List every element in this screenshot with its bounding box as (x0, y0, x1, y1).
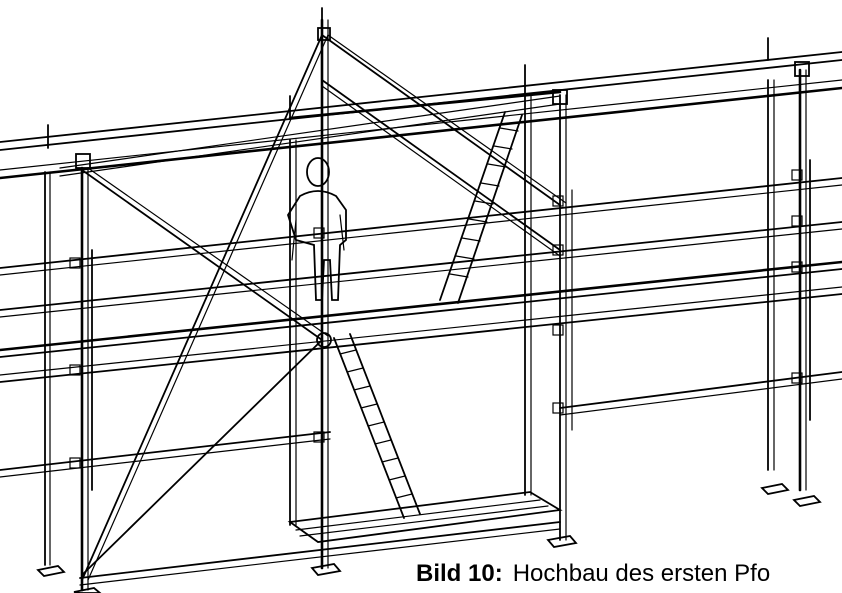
middle-rails (0, 177, 842, 383)
top-posts (47, 7, 769, 149)
figure-caption: Bild 10: Hochbau des ersten Pfo (416, 560, 770, 588)
worker-figure (287, 157, 347, 301)
top-rails (0, 51, 842, 180)
lower-ladder (333, 333, 421, 519)
base-plates (36, 483, 822, 593)
upper-ladder (439, 111, 523, 304)
diagonal-braces (81, 34, 567, 581)
base-deck (287, 491, 563, 543)
caption-label: Bild 10: (416, 560, 503, 587)
couplers (69, 27, 810, 469)
caption-text: Hochbau des ersten Pfo (512, 560, 771, 587)
lower-rails (0, 371, 842, 586)
